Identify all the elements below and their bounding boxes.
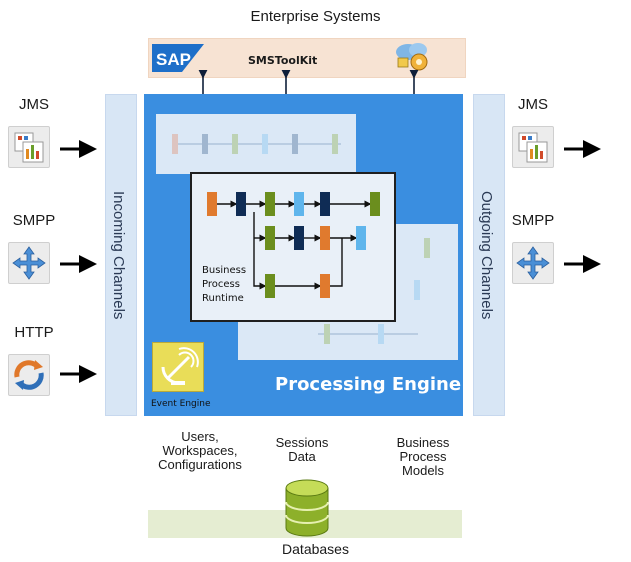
flow-node bbox=[370, 192, 380, 216]
store-users-label: Users, Workspaces, Configurations bbox=[150, 430, 250, 472]
store-models-label: Business Process Models bbox=[383, 436, 463, 478]
http-icon bbox=[8, 354, 50, 396]
smpp-icon bbox=[8, 242, 50, 284]
incoming-http-label: HTTP bbox=[14, 324, 54, 341]
flow-node bbox=[320, 192, 330, 216]
store-line: Process bbox=[399, 449, 447, 464]
store-line: Configurations bbox=[158, 457, 242, 472]
business-process-runtime-label: Business Process Runtime bbox=[202, 264, 246, 306]
flow-node bbox=[265, 192, 275, 216]
runtime-line: Process bbox=[202, 279, 240, 290]
incoming-smpp-label: SMPP bbox=[12, 212, 56, 229]
database-icon bbox=[285, 479, 329, 537]
runtime-line: Runtime bbox=[202, 293, 244, 304]
smstoolkit-label: SMSToolKit bbox=[248, 54, 318, 67]
outgoing-smpp-label: SMPP bbox=[511, 212, 555, 229]
databases-label: Databases bbox=[282, 541, 349, 557]
jms-icon bbox=[512, 126, 554, 168]
store-line: Models bbox=[402, 463, 444, 478]
incoming-jms-label: JMS bbox=[19, 96, 49, 113]
outgoing-jms-label: JMS bbox=[518, 96, 548, 113]
flow-node bbox=[320, 226, 330, 250]
event-engine-label: Event Engine bbox=[151, 399, 211, 409]
sap-logo: SAP bbox=[152, 44, 204, 72]
flow-node bbox=[294, 192, 304, 216]
faded-process-flow bbox=[172, 134, 341, 154]
incoming-channels-label: Incoming Channels bbox=[110, 190, 127, 320]
runtime-line: Business bbox=[202, 265, 247, 276]
jms-icon bbox=[8, 126, 50, 168]
flow-node bbox=[265, 274, 275, 298]
process-panel-back bbox=[156, 114, 356, 174]
flow-node bbox=[265, 226, 275, 250]
store-line: Users, bbox=[181, 429, 219, 444]
flow-node bbox=[356, 226, 366, 250]
store-sessions-label: Sessions Data bbox=[262, 436, 342, 464]
outgoing-arrows bbox=[564, 140, 601, 273]
flow-node bbox=[236, 192, 246, 216]
processing-engine-label: Processing Engine bbox=[275, 374, 462, 395]
faded-process-flow-right bbox=[318, 238, 430, 344]
incoming-channels-bar bbox=[105, 94, 137, 416]
store-line: Sessions bbox=[275, 435, 329, 450]
outgoing-channels-bar bbox=[473, 94, 505, 416]
cloud-gear-icon bbox=[396, 43, 428, 71]
process-flow-diagram bbox=[207, 192, 380, 298]
flow-node bbox=[207, 192, 217, 216]
smpp-icon bbox=[512, 242, 554, 284]
store-line: Workspaces, bbox=[162, 443, 238, 458]
outgoing-channels-label: Outgoing Channels bbox=[478, 190, 495, 320]
store-line: Data bbox=[288, 449, 316, 464]
store-line: Business bbox=[396, 435, 450, 450]
event-engine-icon bbox=[152, 342, 204, 392]
flow-node bbox=[294, 226, 304, 250]
sap-logo-text: SAP bbox=[156, 50, 191, 69]
flow-node bbox=[320, 274, 330, 298]
incoming-arrows bbox=[60, 140, 97, 383]
enterprise-systems-title: Enterprise Systems bbox=[250, 8, 381, 25]
